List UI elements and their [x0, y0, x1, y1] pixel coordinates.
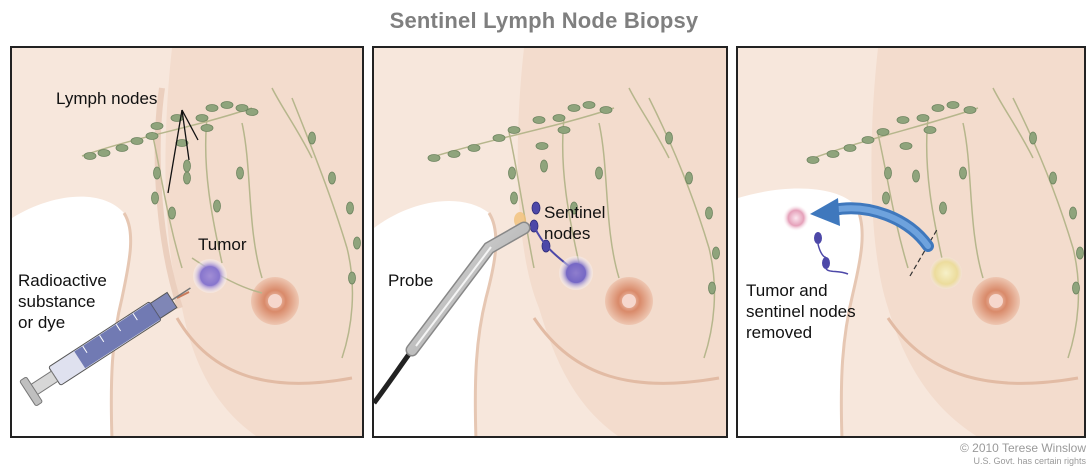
label-lymph-nodes: Lymph nodes [56, 88, 157, 109]
label-tumor-and-sentinel-nodes-removed: Tumor and sentinel nodes removed [746, 280, 856, 343]
panel-injection: Lymph nodes Tumor Radioactive substance … [10, 46, 364, 438]
figure-title: Sentinel Lymph Node Biopsy [0, 8, 1088, 34]
panel-probe: Sentinel nodes Probe [372, 46, 728, 438]
removed-tumor-shape [783, 205, 809, 231]
copyright-line: © 2010 Terese Winslow [960, 441, 1086, 456]
label-tumor: Tumor [198, 234, 247, 255]
label-radioactive-substance: Radioactive substance or dye [18, 270, 107, 333]
copyright-credit: © 2010 Terese Winslow U.S. Govt. has cer… [960, 441, 1086, 467]
panel-removal: Tumor and sentinel nodes removed [736, 46, 1086, 438]
excision-site-shape [930, 257, 962, 289]
panel-removal-illustration [738, 48, 1086, 438]
label-sentinel-nodes: Sentinel nodes [544, 202, 605, 244]
rights-line: U.S. Govt. has certain rights [960, 456, 1086, 467]
label-probe: Probe [388, 270, 433, 291]
